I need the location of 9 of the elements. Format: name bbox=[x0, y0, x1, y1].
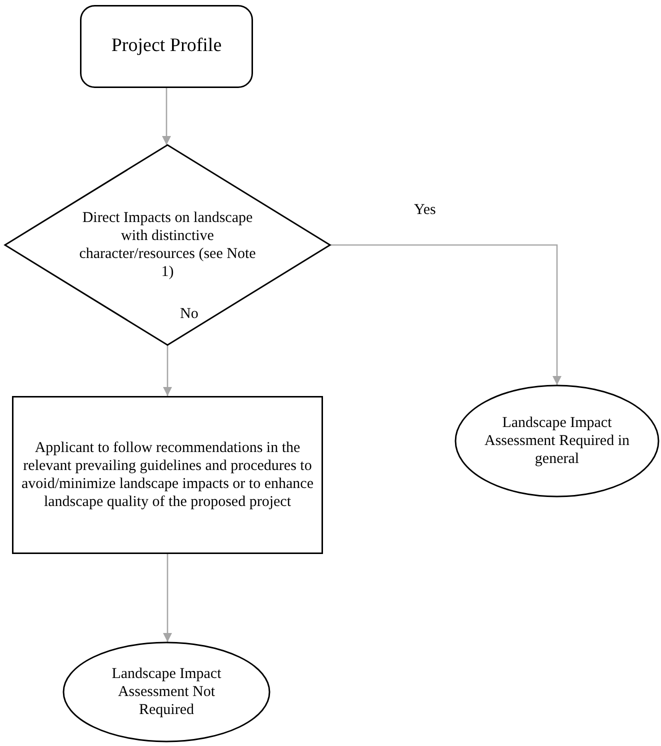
node-text: Applicant to follow recommendations in the relevant prevailing guidelines and procedures to avoid/minimize landscape impacts or to enhance landscape quality of the proposed project bbox=[20, 439, 314, 511]
arrow bbox=[330, 244, 562, 385]
node-text: Landscape Impact Assessment Not Required bbox=[110, 665, 222, 719]
node-text: Project Profile bbox=[110, 35, 223, 58]
arrow bbox=[162, 88, 172, 145]
arrow bbox=[162, 554, 172, 642]
arrow bbox=[162, 345, 172, 396]
node-text: Direct Impacts on landscape with distinctive character/resources (see Note 1) bbox=[78, 209, 257, 281]
node-text: Landscape Impact Assessment Required in general bbox=[484, 414, 630, 468]
